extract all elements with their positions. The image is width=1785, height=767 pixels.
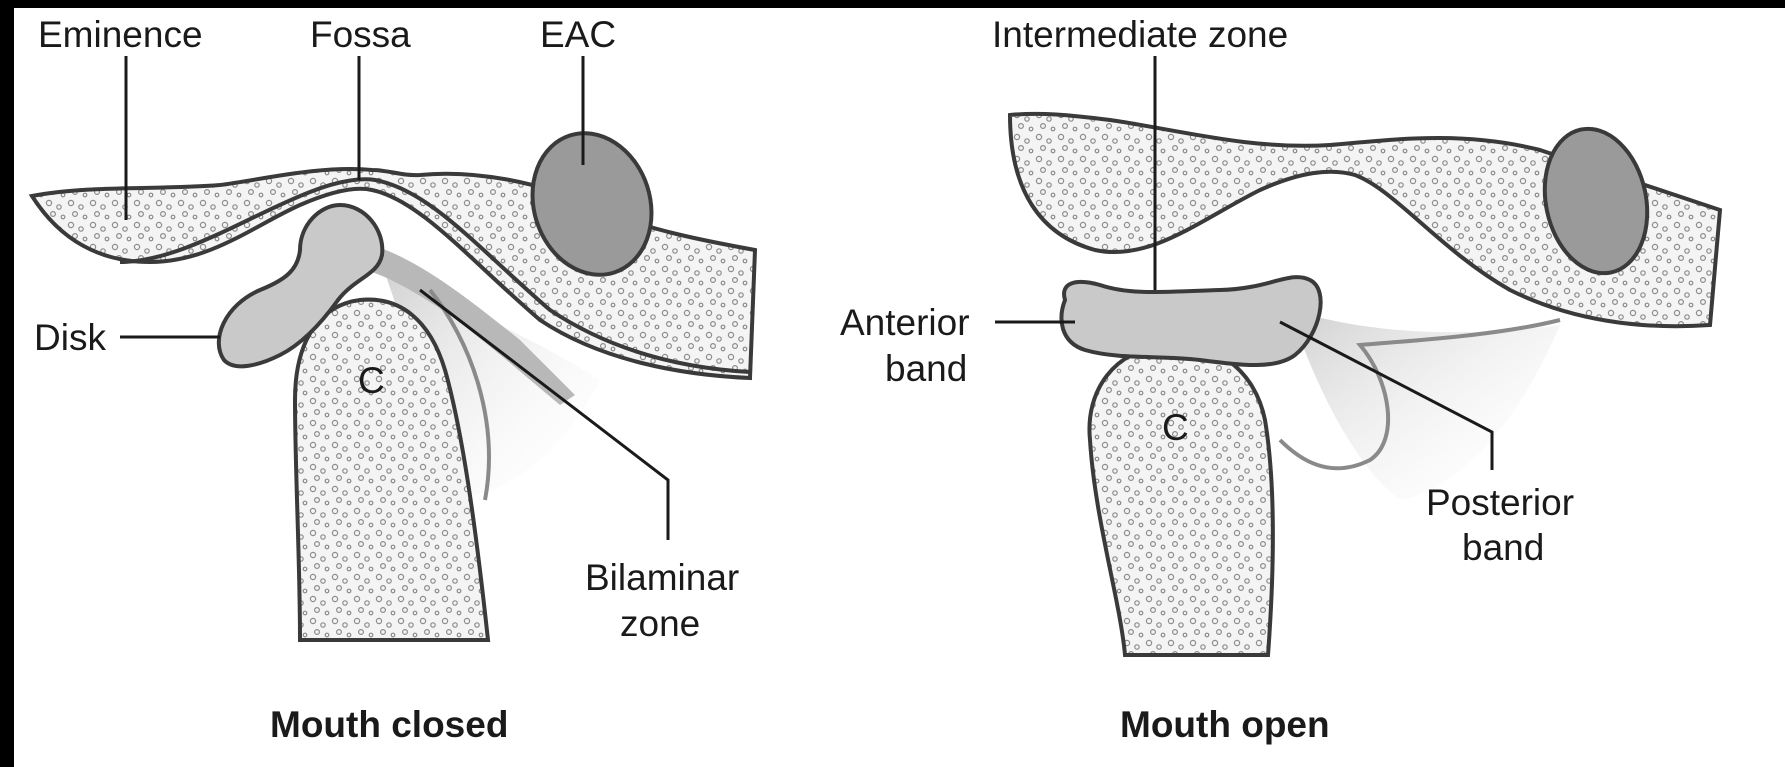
caption-mouth-closed: Mouth closed [270,704,508,745]
label-intermediate-zone: Intermediate zone [992,14,1288,55]
label-bilaminar-line1: Bilaminar [585,557,739,598]
label-fossa: Fossa [310,14,411,55]
panel-mouth-open: Intermediate zone Anterior band C Poster… [840,14,1720,745]
label-condyle: C [358,360,385,401]
label-eac: EAC [540,14,616,55]
caption-mouth-open: Mouth open [1120,704,1330,745]
label-eminence: Eminence [38,14,203,55]
label-disk: Disk [34,317,106,358]
label-anterior-line1: Anterior [840,302,970,343]
label-bilaminar-line2: zone [620,603,700,644]
label-posterior-line1: Posterior [1426,482,1574,523]
panel-mouth-closed: Eminence Fossa EAC Disk C Bilaminar zone… [32,14,755,745]
label-posterior-line2: band [1462,527,1544,568]
disk-shape-open [1062,277,1321,365]
label-anterior-line2: band [885,348,967,389]
condyle-shape-open [1089,344,1272,655]
label-condyle-open: C [1162,407,1189,448]
